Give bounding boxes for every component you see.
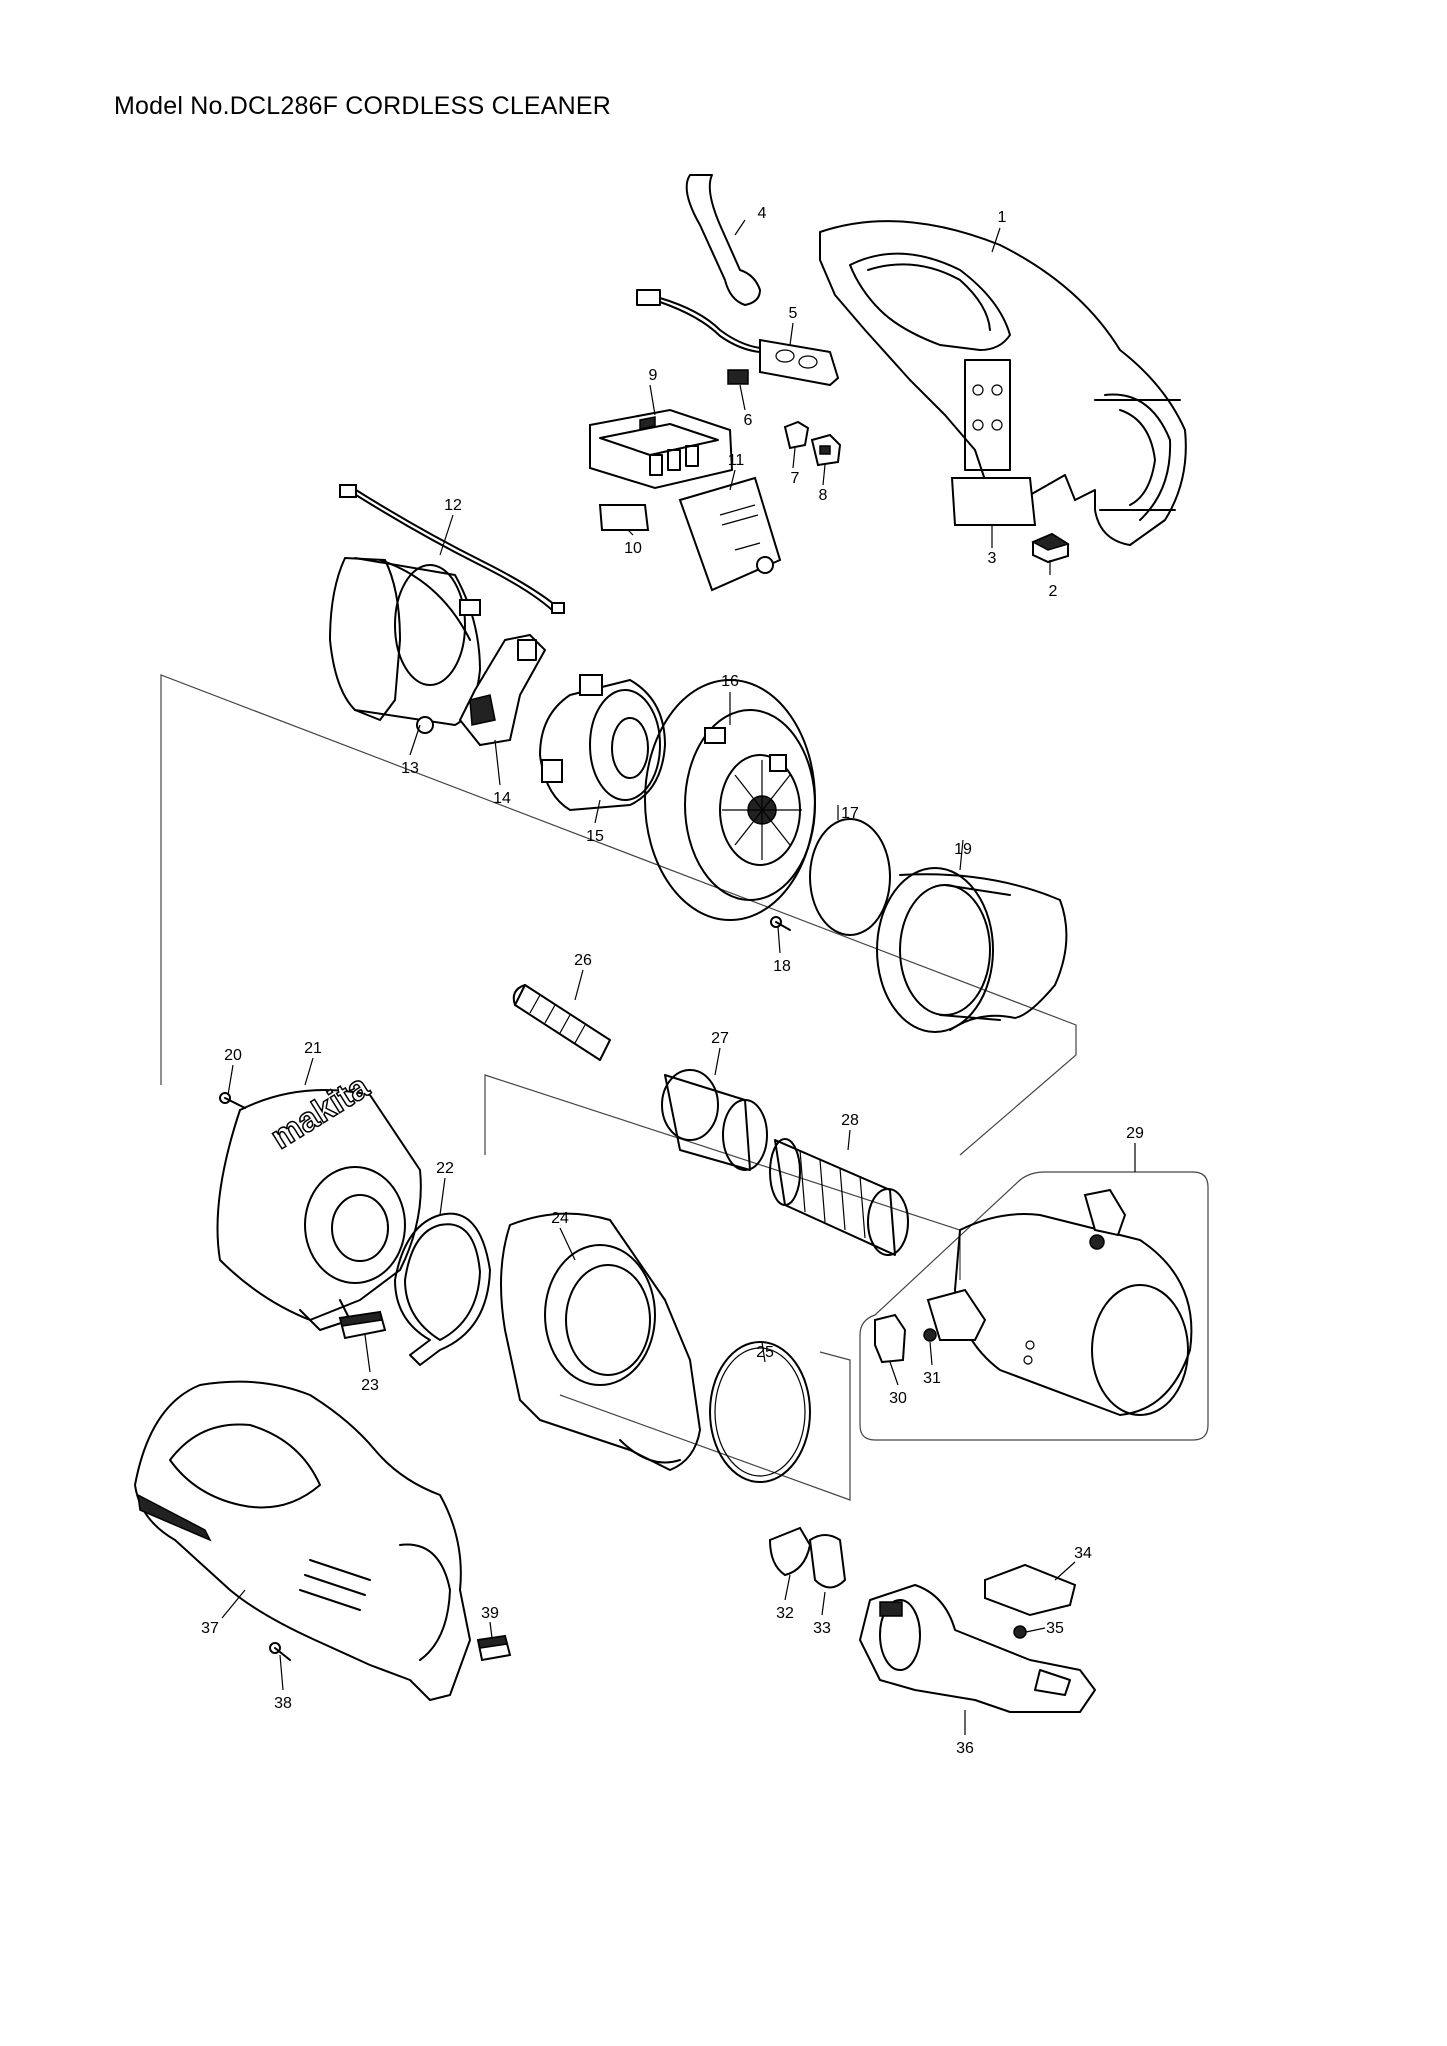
callout-label: 38	[274, 1695, 292, 1712]
part-10-sheet	[598, 504, 650, 531]
callout-label: 13	[401, 760, 419, 777]
callout-label: 32	[776, 1605, 794, 1622]
part-24-cyclone-body	[500, 1212, 701, 1471]
part-8-terminal	[810, 433, 842, 467]
callout-label: 26	[574, 952, 592, 969]
part-22-seal-ring	[394, 1212, 491, 1366]
callout-label: 34	[1074, 1545, 1092, 1562]
part-14-holder	[458, 633, 547, 747]
callout-label: 11	[728, 452, 745, 469]
callout-label: 7	[791, 470, 800, 487]
callout-label: 5	[789, 305, 798, 322]
part-39-pad	[476, 1634, 512, 1662]
part-2-pad	[1031, 532, 1070, 564]
part-12-lead-wire	[339, 484, 565, 614]
callout-label: 3	[988, 550, 997, 567]
callout-label: 19	[954, 841, 972, 858]
callout-label: 25	[756, 1344, 774, 1361]
part-7-switch	[783, 420, 810, 450]
group-frame-nozzle	[559, 1351, 851, 1501]
part-25-o-ring	[709, 1341, 811, 1483]
callout-label: 2	[1049, 583, 1058, 600]
diagram-title: Model No.DCL286F CORDLESS CLEANER	[114, 92, 612, 120]
part-30-latch	[874, 1313, 907, 1364]
part-3-label-sheet	[950, 477, 1037, 526]
part-27-sponge-filter	[661, 1069, 768, 1171]
part-16-fan-housing	[644, 679, 816, 921]
part-6-chip	[727, 369, 749, 385]
part-5-switch-board	[636, 289, 840, 387]
callout-label: 17	[841, 805, 859, 822]
callout-label: 14	[493, 790, 511, 807]
callout-label: 10	[624, 540, 642, 557]
part-1-upper-housing	[819, 220, 1187, 546]
callout-label: 15	[586, 828, 604, 845]
part-29-dust-cup	[926, 1188, 1193, 1416]
callout-label: 39	[481, 1605, 499, 1622]
callout-label: 30	[889, 1390, 907, 1407]
callout-label: 22	[436, 1160, 454, 1177]
part-32-flap	[768, 1526, 812, 1577]
callout-label: 27	[711, 1030, 729, 1047]
part-38-screw	[269, 1642, 291, 1661]
callout-labels: 1 2 3 4 5 6 7 8 9 10 11 12 13 14 15 16 1…	[201, 205, 1144, 1757]
callout-label: 12	[444, 497, 462, 514]
callout-label: 6	[744, 412, 753, 429]
part-35-spring	[1013, 1625, 1027, 1639]
part-18-screw	[770, 916, 791, 931]
part-9-controller	[589, 408, 734, 490]
part-36-nozzle	[859, 1584, 1096, 1713]
callout-label: 21	[304, 1040, 322, 1057]
callout-label: 1	[998, 209, 1007, 226]
callout-label: 4	[758, 205, 767, 222]
callout-label: 33	[813, 1620, 831, 1637]
part-4-strap	[685, 174, 761, 306]
part-37-lower-housing	[134, 1380, 471, 1701]
callout-label: 8	[819, 487, 828, 504]
callout-label: 35	[1046, 1620, 1064, 1637]
callout-label: 29	[1126, 1125, 1144, 1142]
part-23-pad	[338, 1310, 387, 1340]
part-19-filter-cup	[876, 867, 1068, 1033]
part-33-gasket	[809, 1534, 846, 1589]
part-17-filter-disc	[809, 818, 891, 936]
brand-logo: makita	[264, 1067, 376, 1157]
group-frame-dust-cup	[859, 1171, 1209, 1441]
callout-label: 23	[361, 1377, 379, 1394]
callout-label: 28	[841, 1112, 859, 1129]
callout-label: 16	[721, 673, 739, 690]
part-34-button	[984, 1563, 1077, 1617]
group-frame-filter	[484, 1074, 961, 1280]
callout-label: 31	[923, 1370, 941, 1387]
part-15-motor	[539, 674, 666, 811]
part-26-cyclone-screen	[512, 984, 611, 1061]
part-11-cover-plate	[678, 476, 782, 592]
callout-label: 36	[956, 1740, 974, 1757]
part-31-spring	[923, 1328, 937, 1342]
part-20-screw	[219, 1092, 246, 1109]
part-21-front-cover: makita	[216, 1066, 422, 1331]
callout-label: 18	[773, 958, 791, 975]
callout-label: 37	[201, 1620, 219, 1637]
callout-label: 9	[649, 367, 658, 384]
group-frame-motor	[160, 674, 1077, 1156]
part-13-motor-housing	[329, 557, 481, 734]
callout-label: 24	[551, 1210, 569, 1227]
leader-lines	[221, 219, 1136, 1735]
part-28-pleated-filter	[769, 1138, 909, 1256]
callout-label: 20	[224, 1047, 242, 1064]
